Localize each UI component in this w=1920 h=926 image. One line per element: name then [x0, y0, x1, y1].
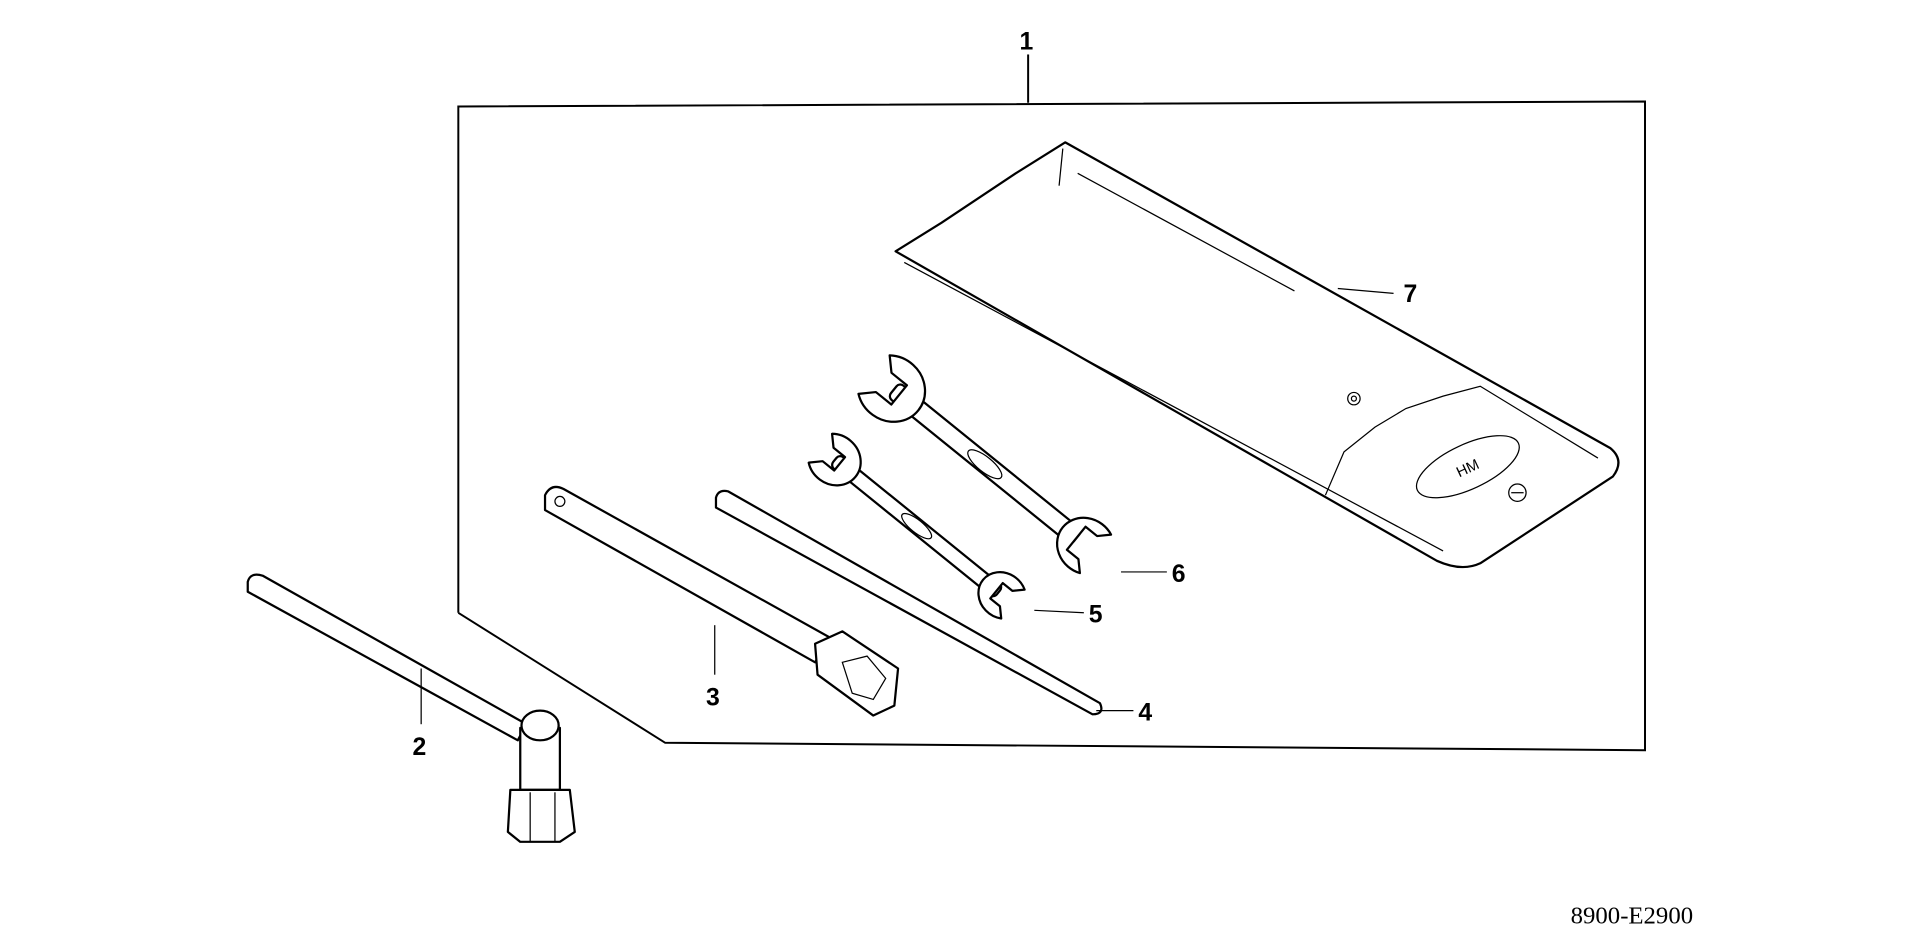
leader-5 — [1034, 609, 1084, 614]
callout-4: 4 — [1138, 700, 1152, 727]
tool-bag: HM — [894, 141, 1620, 569]
callout-6: 6 — [1172, 561, 1186, 588]
spark-plug-wrench — [246, 573, 576, 843]
callout-2: 2 — [412, 734, 426, 761]
tommy-bar — [714, 489, 1103, 716]
callout-7: 7 — [1403, 281, 1417, 308]
leader-7 — [1337, 287, 1394, 295]
callout-3: 3 — [706, 685, 720, 712]
wrench-small — [807, 432, 1026, 620]
callout-5: 5 — [1089, 602, 1103, 629]
drawing-code: 8900-E2900 — [1571, 903, 1693, 926]
kit-outline — [457, 54, 1646, 752]
box-tube-wrench — [543, 485, 900, 717]
callout-1: 1 — [1019, 29, 1033, 56]
wrench-large — [857, 354, 1113, 575]
